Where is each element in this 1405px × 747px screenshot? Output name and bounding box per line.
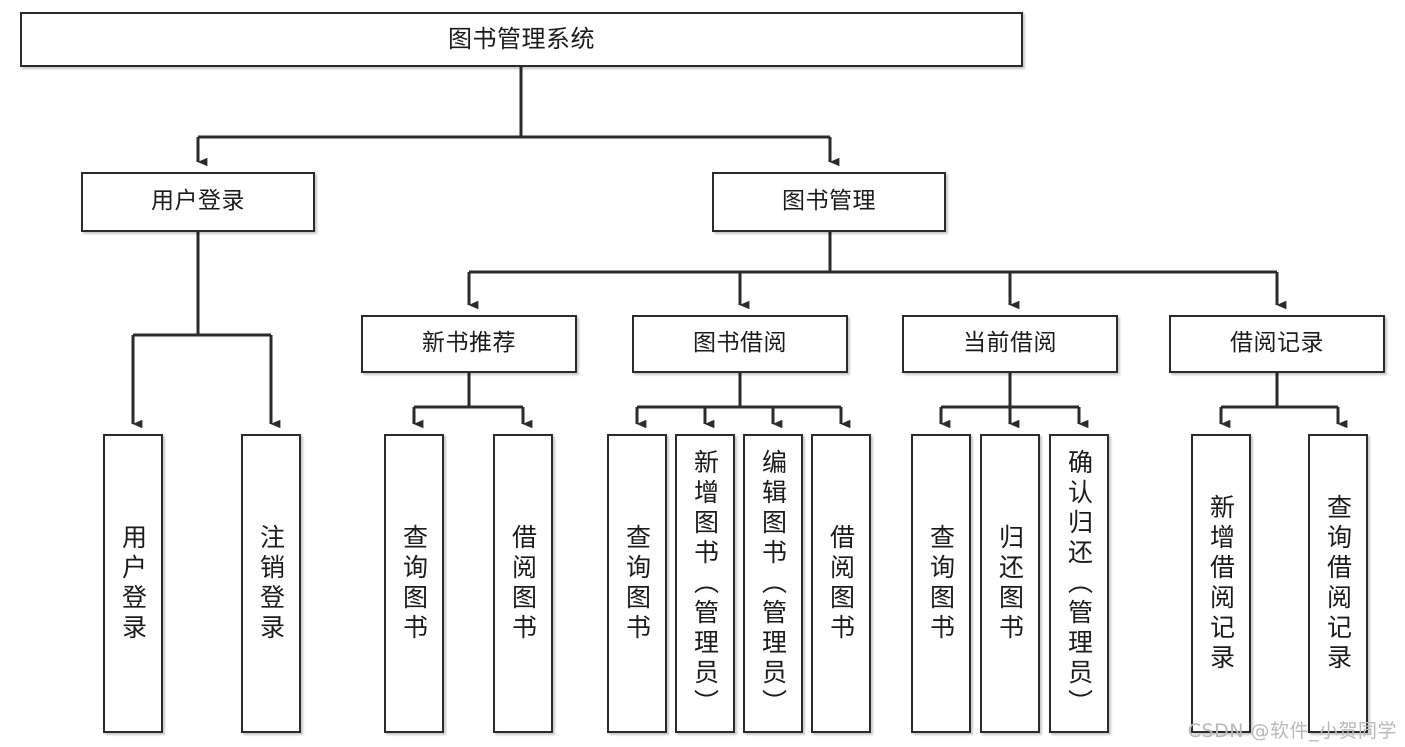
node-label: 用户登录 (118, 523, 148, 644)
node-label: 确认归还（管理员） (1064, 448, 1094, 719)
leaf-query-book-borrow[interactable]: 查询图书 (607, 434, 667, 733)
leaf-query-borrow-record[interactable]: 查询借阅记录 (1308, 434, 1368, 733)
node-label: 注销登录 (256, 523, 286, 644)
node-label: 新书推荐 (422, 330, 516, 357)
node-label: 借阅图书 (508, 523, 538, 644)
node-root-system[interactable]: 图书管理系统 (20, 12, 1023, 67)
leaf-user-login[interactable]: 用户登录 (103, 434, 163, 733)
leaf-confirm-return-admin[interactable]: 确认归还（管理员） (1049, 434, 1109, 733)
node-label: 编辑图书（管理员） (758, 448, 788, 719)
node-label: 图书借阅 (693, 330, 787, 357)
node-label: 查询借阅记录 (1323, 493, 1353, 674)
node-label: 借阅记录 (1230, 330, 1324, 357)
node-label: 归还图书 (995, 523, 1025, 644)
watermark-text: CSDN @软件_小贺同学 (1187, 720, 1397, 742)
leaf-add-borrow-record[interactable]: 新增借阅记录 (1191, 434, 1251, 733)
node-label: 查询图书 (399, 523, 429, 644)
node-label: 查询图书 (622, 523, 652, 644)
leaf-query-book-current[interactable]: 查询图书 (911, 434, 971, 733)
node-label: 新增借阅记录 (1206, 493, 1236, 674)
leaf-edit-book-admin[interactable]: 编辑图书（管理员） (743, 434, 803, 733)
node-label: 当前借阅 (963, 330, 1057, 357)
node-borrow-record[interactable]: 借阅记录 (1169, 315, 1385, 373)
node-user-login[interactable]: 用户登录 (81, 172, 315, 232)
node-label: 查询图书 (926, 523, 956, 644)
leaf-add-book-admin[interactable]: 新增图书（管理员） (675, 434, 735, 733)
node-book-borrow[interactable]: 图书借阅 (632, 315, 848, 373)
node-label: 借阅图书 (826, 523, 856, 644)
leaf-borrow-book-recommend[interactable]: 借阅图书 (493, 434, 553, 733)
node-new-book-recommend[interactable]: 新书推荐 (361, 315, 577, 373)
leaf-return-book[interactable]: 归还图书 (980, 434, 1040, 733)
leaf-logout[interactable]: 注销登录 (241, 434, 301, 733)
node-label: 用户登录 (151, 188, 245, 215)
node-book-management[interactable]: 图书管理 (712, 172, 946, 232)
node-current-borrow[interactable]: 当前借阅 (902, 315, 1118, 373)
node-label: 图书管理 (782, 188, 876, 215)
node-label: 新增图书（管理员） (690, 448, 720, 719)
leaf-borrow-book[interactable]: 借阅图书 (811, 434, 871, 733)
leaf-query-book-recommend[interactable]: 查询图书 (384, 434, 444, 733)
node-label: 图书管理系统 (448, 25, 595, 54)
